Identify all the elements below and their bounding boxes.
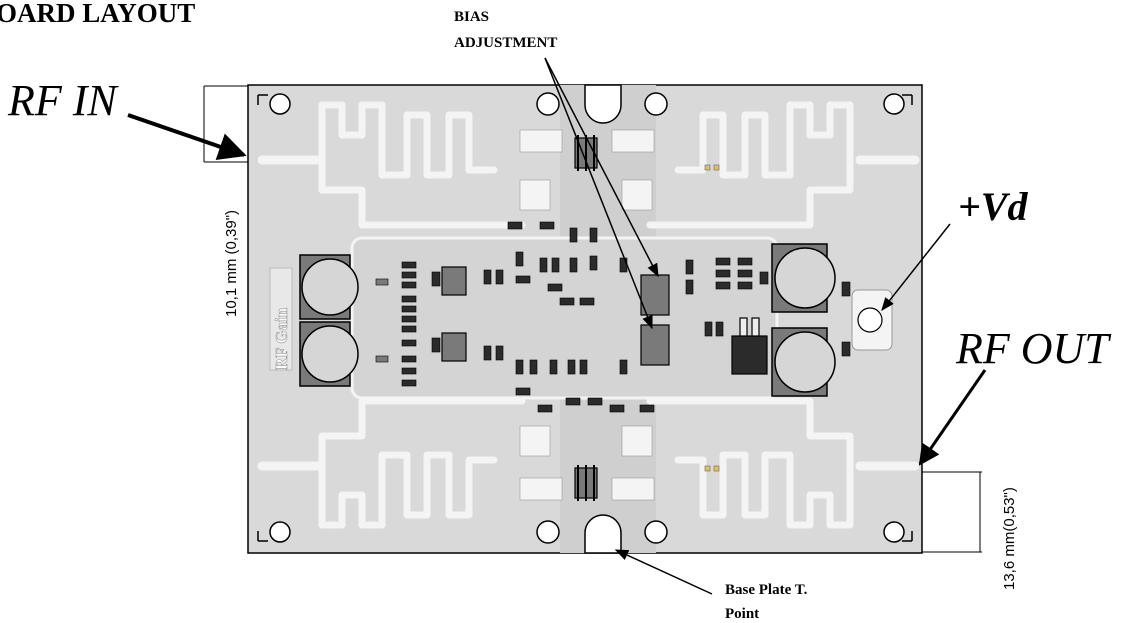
rf-out-label: RF OUT bbox=[955, 324, 1112, 373]
rf-in-label: RF IN bbox=[7, 76, 119, 125]
vd-label: +Vd bbox=[958, 184, 1028, 229]
base-plate-arrow bbox=[614, 549, 713, 595]
bias-adjustment-label: BIAS bbox=[454, 9, 489, 25]
annotation-arrows bbox=[127, 57, 987, 595]
dimension-top-left bbox=[203, 85, 248, 163]
page-title: OARD LAYOUT bbox=[0, 0, 195, 28]
regulator bbox=[731, 317, 768, 375]
ic-chips bbox=[441, 137, 670, 499]
smd-components bbox=[375, 221, 851, 413]
dimension-bottom-right bbox=[920, 471, 982, 553]
bias-adjustment-label-2: ADJUSTMENT bbox=[454, 35, 557, 51]
rf-in-arrow bbox=[127, 113, 247, 161]
pcb-board: RF Gain bbox=[247, 84, 923, 554]
bias-arrow-1 bbox=[544, 57, 659, 278]
bias-arrow-2 bbox=[544, 57, 653, 330]
logo-text: RF Gain bbox=[272, 307, 291, 370]
dimension-label-bottom-right: 13,6 mm(0,53") bbox=[1001, 487, 1018, 590]
top-notch bbox=[584, 84, 622, 124]
rf-gain-logo: RF Gain bbox=[269, 267, 293, 371]
vd-arrow bbox=[881, 223, 951, 312]
dimension-label-top-left: 10,1 mm (0,39") bbox=[223, 210, 240, 317]
capacitors-left bbox=[299, 254, 359, 387]
rf-out-arrow bbox=[918, 369, 987, 466]
bottom-notch bbox=[584, 514, 622, 554]
capacitors-right bbox=[771, 243, 836, 397]
base-plate-label-2: Point bbox=[725, 606, 759, 622]
meander-traces bbox=[318, 101, 854, 529]
base-plate-label: Base Plate T. bbox=[725, 582, 808, 598]
